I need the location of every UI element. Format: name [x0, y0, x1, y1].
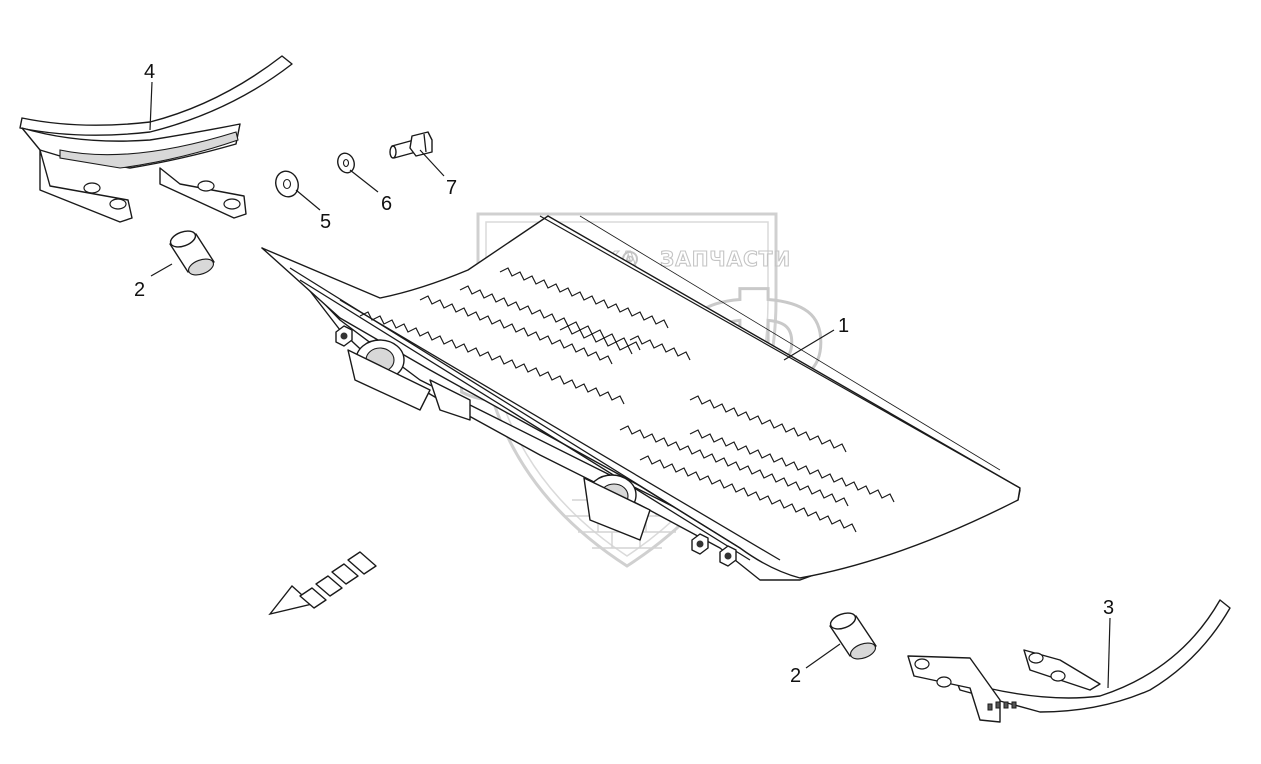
part-5-washer [275, 170, 299, 198]
callout-2-bottom: 2 [790, 665, 801, 687]
callout-5: 5 [320, 211, 331, 233]
leader-lines [149, 81, 1111, 689]
callout-3: 3 [1103, 597, 1114, 619]
part-6-washer [337, 152, 355, 174]
part-1-concave [261, 215, 1021, 581]
nut-icon [691, 533, 709, 555]
callout-7: 7 [446, 177, 457, 199]
part-2-bushing-top [169, 230, 215, 276]
nut-icon [719, 545, 737, 567]
callout-2-top: 2 [134, 279, 145, 301]
direction-arrow-icon [268, 551, 377, 616]
callout-6: 6 [381, 193, 392, 215]
part-7-bolt [389, 131, 433, 159]
watermark-brand-right: ЗАПЧАСТИ [660, 247, 791, 271]
part-2-bushing-bottom [829, 612, 877, 660]
callout-4: 4 [144, 61, 155, 83]
nut-icon [335, 325, 353, 347]
part-4-strip [19, 55, 293, 223]
callout-1: 1 [838, 315, 849, 337]
part-3-strip [907, 599, 1231, 723]
